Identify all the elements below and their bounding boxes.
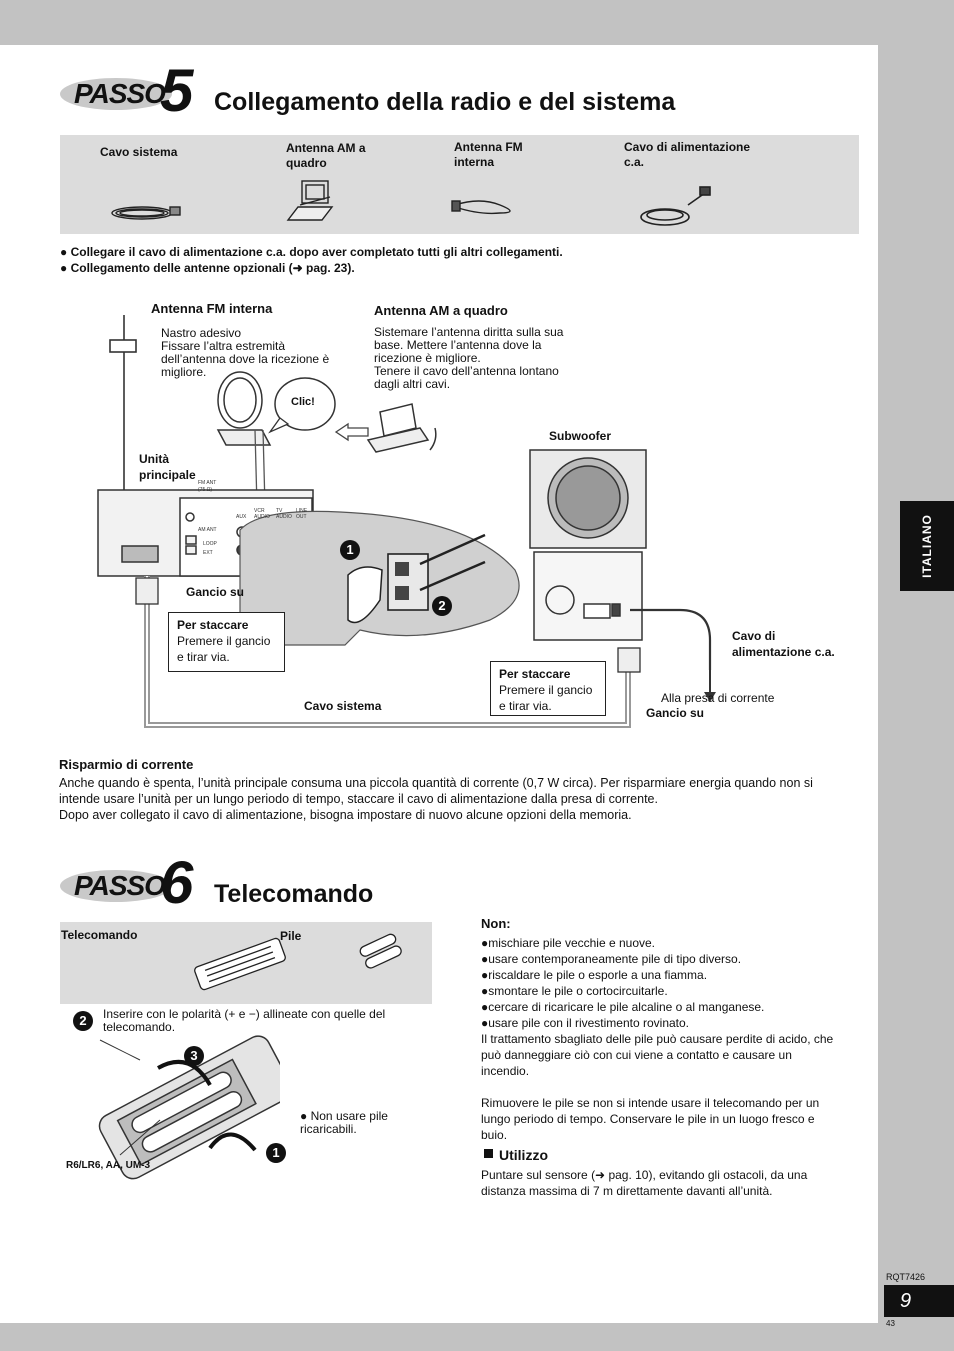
panel-label-aux: AUX bbox=[236, 514, 247, 520]
am-antenna-title: Antenna AM a quadro bbox=[374, 303, 508, 318]
left-arrow-icon bbox=[334, 422, 369, 442]
non-item: ●cercare di ricaricare le pile alcaline … bbox=[481, 1000, 765, 1014]
non-list: ●mischiare pile vecchie e nuove. ●usare … bbox=[481, 935, 861, 1031]
p6-step-3-marker: 3 bbox=[184, 1046, 204, 1066]
to-outlet-label: Alla presa di corrente bbox=[661, 691, 775, 705]
batteries-icon bbox=[359, 933, 402, 969]
non-title: Non: bbox=[481, 916, 511, 931]
battery-type-label: R6/LR6, AA, UM-3 bbox=[66, 1160, 151, 1171]
passo5-word: PASSO bbox=[74, 78, 166, 109]
saving-text-1: Anche quando è spenta, l’unità principal… bbox=[59, 776, 813, 790]
panel-label-ext: EXT bbox=[203, 550, 213, 556]
passo6-badge: PASSO 6 bbox=[60, 849, 220, 916]
doc-code: RQT7426 bbox=[886, 1272, 926, 1282]
acc-remote: Telecomando bbox=[61, 928, 138, 942]
passo5-accessory-box bbox=[60, 135, 859, 234]
use-text: Puntare sul sensore (➜ pag. 10), evitand… bbox=[481, 1168, 808, 1198]
non-item: ●smontare le pile o cortocircuitarle. bbox=[481, 984, 668, 998]
panel-label-loop: LOOP bbox=[203, 541, 217, 547]
battery-warning: Il trattamento sbagliato delle pile può … bbox=[481, 1032, 834, 1078]
battery-insert-diagram bbox=[98, 1035, 280, 1180]
passo6-title: Telecomando bbox=[214, 880, 374, 908]
insert-arrow-icon bbox=[208, 1132, 257, 1152]
am-loop-antenna-icon bbox=[286, 180, 334, 221]
hook-up-left-label: Gancio su bbox=[186, 585, 245, 599]
saving-text-3: Dopo aver collegato il cavo di alimentaz… bbox=[59, 808, 632, 822]
acc-system-cable: Cavo sistema bbox=[100, 145, 178, 159]
system-cable-label: Cavo sistema bbox=[304, 699, 382, 713]
language-tab: ITALIANO bbox=[900, 501, 954, 591]
acc-fm-antenna: Antenna FM interna bbox=[454, 140, 523, 169]
saving-text-2: intende usare l’unità per un lungo perio… bbox=[59, 792, 658, 806]
hook-up-right-label: Gancio su bbox=[646, 706, 705, 720]
p6-step-2-text: Inserire con le polarità (+ e −) allinea… bbox=[103, 1007, 386, 1034]
click-label: Clic! bbox=[291, 396, 315, 408]
step-2-marker: 2 bbox=[432, 596, 452, 616]
panel-label-tv: TV AUDIO bbox=[276, 508, 292, 520]
am-antenna-alt bbox=[366, 403, 437, 453]
subwoofer-unit bbox=[529, 449, 647, 641]
non-item: ●usare contemporaneamente pile di tipo d… bbox=[481, 952, 742, 966]
system-cable-icon bbox=[111, 206, 181, 220]
p6-step-2-marker: 2 bbox=[73, 1011, 93, 1031]
passo6-accessory-illustrations bbox=[194, 933, 402, 991]
fm-antenna-icon bbox=[451, 200, 511, 215]
panel-label-am: AM ANT bbox=[198, 527, 217, 533]
passo5-title: Collegamento della radio e del sistema bbox=[214, 88, 676, 116]
passo5-bullet-2: ● Collegamento delle antenne opzionali (… bbox=[60, 261, 355, 275]
non-item: ●usare pile con il rivestimento rovinato… bbox=[481, 1016, 690, 1030]
power-cable-label: Cavo di alimentazione c.a. bbox=[732, 629, 835, 659]
remote-icon bbox=[194, 937, 286, 991]
passo5-badge: PASSO 5 bbox=[60, 57, 220, 124]
no-recharge-text: ● Non usare pile ricaricabili. bbox=[300, 1109, 388, 1136]
acc-batteries: Pile bbox=[280, 929, 302, 943]
passo6-number: 6 bbox=[160, 849, 194, 916]
use-square-icon bbox=[484, 1149, 493, 1158]
sheet-number: 43 bbox=[886, 1319, 895, 1328]
power-cable bbox=[630, 608, 712, 670]
detach-callout-right: Per staccare Premere il gancio e tirar v… bbox=[490, 661, 606, 716]
panel-label-line: LINE OUT bbox=[296, 508, 308, 520]
fm-antenna-text: Nastro adesivo Fissare l’altra estremità… bbox=[161, 326, 330, 379]
main-unit-label: Unità principale bbox=[139, 452, 196, 482]
step-1-marker: 1 bbox=[340, 540, 360, 560]
am-antenna bbox=[216, 371, 272, 446]
passo5-number: 5 bbox=[160, 57, 194, 124]
saving-title: Risparmio di corrente bbox=[59, 757, 194, 772]
am-antenna-text: Sistemare l’antenna diritta sulla sua ba… bbox=[374, 325, 564, 391]
passo5-bullet-1: ● Collegare il cavo di alimentazione c.a… bbox=[60, 245, 563, 259]
accessory-illustrations bbox=[111, 180, 711, 226]
p6-step-1-marker: 1 bbox=[266, 1143, 286, 1163]
non-item: ●mischiare pile vecchie e nuove. bbox=[481, 936, 656, 950]
panel-label-ohm: (75 Ω) bbox=[198, 487, 213, 493]
acc-am-antenna: Antenna AM a quadro bbox=[286, 141, 366, 170]
non-item: ●riscaldare le pile o esporle a una fiam… bbox=[481, 968, 708, 982]
detach-callout-left: Per staccare Premere il gancio e tirar v… bbox=[168, 612, 285, 672]
battery-storage: Rimuovere le pile se non si intende usar… bbox=[481, 1096, 820, 1142]
fm-antenna-title: Antenna FM interna bbox=[151, 301, 273, 316]
subwoofer-label: Subwoofer bbox=[549, 429, 611, 443]
use-title: Utilizzo bbox=[499, 1147, 548, 1163]
power-cable-icon bbox=[640, 186, 711, 226]
remote-back bbox=[98, 1035, 280, 1180]
acc-power-cable: Cavo di alimentazione c.a. bbox=[624, 140, 751, 169]
page-number: 9 bbox=[884, 1285, 954, 1317]
panel-label-vcr: VCR AUDIO bbox=[254, 508, 270, 520]
panel-label-fm: FM ANT bbox=[198, 480, 217, 486]
click-bubble bbox=[268, 377, 336, 434]
passo6-word: PASSO bbox=[74, 870, 166, 901]
